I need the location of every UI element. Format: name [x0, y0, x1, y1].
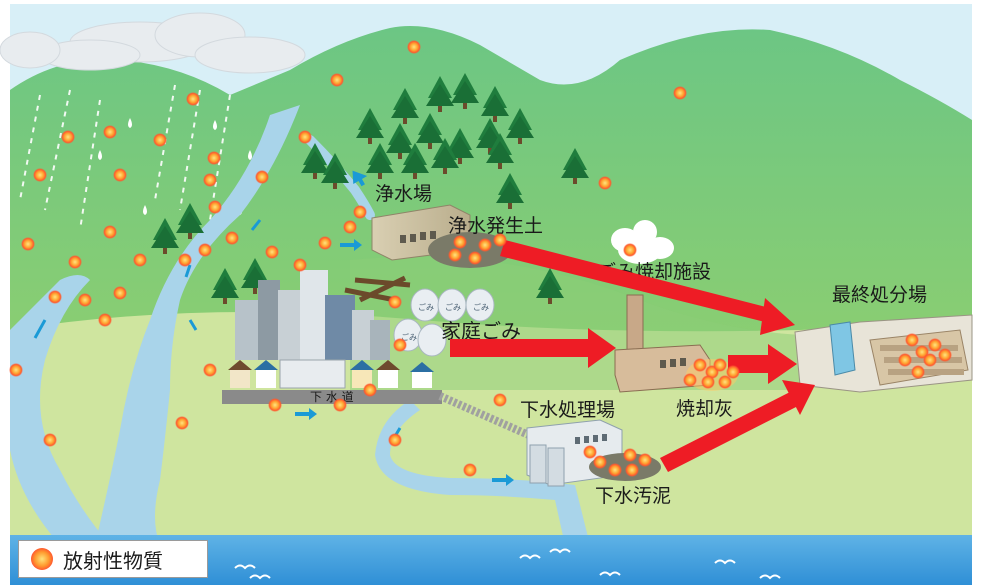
radioactive-particle-icon [113, 286, 127, 300]
radioactive-particle-icon [673, 86, 687, 100]
trash-bag-label-2: ごみ [445, 302, 461, 312]
river [375, 400, 590, 545]
radioactive-particle-icon [608, 463, 622, 477]
water-soil-label: 浄水発生土 [448, 215, 543, 237]
radioactive-particle-icon [468, 251, 482, 265]
sewer-pipe [438, 392, 542, 444]
radioactive-particle-icon [33, 168, 47, 182]
radioactive-particle-icon [103, 225, 117, 239]
radioactive-particle-icon [623, 243, 637, 257]
radioactive-particle-icon [21, 237, 35, 251]
radioactive-particle-icon [683, 373, 697, 387]
radioactive-particle-icon [133, 253, 147, 267]
radioactive-particle-icon [175, 416, 189, 430]
arrow-household-waste-to-incinerator [450, 328, 616, 368]
radioactive-particle-icon [268, 398, 282, 412]
radioactive-particle-icon [363, 383, 377, 397]
water-treatment-plant-label: 浄水場 [375, 183, 432, 205]
radioactive-particle-icon [298, 130, 312, 144]
radioactive-particle-icon [388, 295, 402, 309]
radioactive-particle-icon [388, 433, 402, 447]
radioactive-particle-icon [31, 548, 53, 570]
radioactive-particle-icon [625, 463, 639, 477]
landfill-label: 最終処分場 [832, 284, 927, 306]
radioactive-particle-icon [726, 365, 740, 379]
radioactive-particle-icon [598, 176, 612, 190]
radioactive-particle-icon [153, 133, 167, 147]
radioactive-particle-icon [198, 243, 212, 257]
radioactive-particle-icon [453, 235, 467, 249]
radioactive-particle-icon [393, 338, 407, 352]
radioactive-particle-icon [583, 445, 597, 459]
legend: 放射性物質 [18, 540, 208, 578]
radioactive-particle-icon [255, 170, 269, 184]
debris-logs [344, 275, 411, 303]
radioactive-particle-icon [103, 125, 117, 139]
legend-label: 放射性物質 [63, 548, 163, 573]
sewage-treatment-plant-label: 下水処理場 [520, 399, 615, 421]
radioactive-particle-icon [623, 448, 637, 462]
cloud-icon [0, 31, 61, 69]
water-soil-pile [428, 232, 512, 268]
radioactive-particle-icon [9, 363, 23, 377]
arrow-sludge-to-landfill [660, 380, 815, 472]
radioactive-particle-icon [330, 73, 344, 87]
arrow-water-soil-to-landfill [500, 240, 795, 335]
radioactive-particle-icon [68, 255, 82, 269]
radioactive-particle-icon [938, 348, 952, 362]
radioactive-particle-icon [713, 358, 727, 372]
radioactive-particle-icon [203, 363, 217, 377]
trash-bags [393, 288, 495, 357]
radioactive-particle-icon [293, 258, 307, 272]
radioactive-particle-icon [593, 455, 607, 469]
trash-bag-label: ごみ ごみ ごみ ごみ [401, 302, 489, 342]
radioactive-particle-icon [701, 375, 715, 389]
radioactive-particle-icon [448, 248, 462, 262]
radioactive-particle-icon [928, 338, 942, 352]
radioactive-particle-icon [923, 353, 937, 367]
radioactive-particle-icon [478, 238, 492, 252]
river [95, 105, 300, 545]
radioactive-particle-icon [343, 220, 357, 234]
trash-bag-label-4: ごみ [401, 332, 417, 342]
radioactive-particle-icon [318, 236, 332, 250]
radioactive-particle-icon [113, 168, 127, 182]
trash-bag-label-1: ごみ [418, 302, 434, 312]
radioactive-particle-icon [693, 358, 707, 372]
radioactive-particle-icon [898, 353, 912, 367]
radioactive-particle-icon [905, 333, 919, 347]
radioactive-particle-icon [225, 231, 239, 245]
radioactive-particle-icon [265, 245, 279, 259]
cloud-icon [39, 12, 306, 74]
river [10, 275, 110, 545]
radioactive-particle-icon [48, 290, 62, 304]
trash-bag-label-3: ごみ [473, 302, 489, 312]
radioactive-particle-icon [493, 393, 507, 407]
radioactive-particle-icon [463, 463, 477, 477]
radioactive-particle-icon [78, 293, 92, 307]
radioactive-particle-icon [333, 398, 347, 412]
radioactive-particle-icon [178, 253, 192, 267]
radioactive-particle-icon [353, 205, 367, 219]
radioactive-particle-icon [208, 200, 222, 214]
sewage-sludge-label: 下水汚泥 [595, 485, 671, 507]
mountain-stream [305, 135, 375, 220]
radioactive-particle-icon [186, 92, 200, 106]
city-buildings [228, 270, 434, 389]
radioactive-particle-icon [407, 40, 421, 54]
radioactive-particle-icon [203, 173, 217, 187]
sewer-label: 下 水 道 [310, 390, 354, 404]
radioactive-particle-icon [61, 130, 75, 144]
radioactive-particles [9, 40, 952, 477]
radioactive-particle-icon [98, 313, 112, 327]
radioactive-particle-icon [638, 453, 652, 467]
incineration-ash-label: 焼却灰 [676, 398, 733, 420]
radioactive-particle-icon [207, 151, 221, 165]
radioactive-particle-icon [718, 375, 732, 389]
radioactive-particle-icon [493, 233, 507, 247]
radioactive-particle-icon [43, 433, 57, 447]
transport-arrows [450, 240, 815, 472]
radioactive-particle-icon [911, 365, 925, 379]
